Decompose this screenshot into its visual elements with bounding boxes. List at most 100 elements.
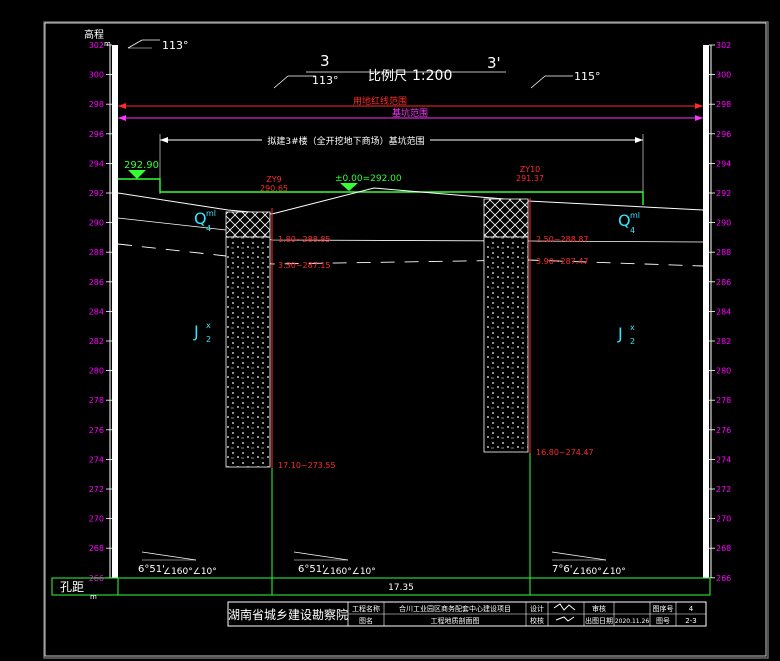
borehole-zy10: ZY10 291.37 2.50~288.87 3.90~287.47 16.8… [483, 165, 594, 578]
review-label: 审核 [592, 604, 606, 613]
num-value: 2-3 [685, 617, 696, 625]
right-tick-label: 276 [716, 426, 731, 435]
left-tick-label: 280 [89, 367, 104, 376]
angle-marker-top-left: 113° [127, 39, 189, 52]
building-range: 拟建3#楼（全开挖地下商场）基坑范围 [159, 134, 644, 194]
svg-text:113°: 113° [162, 39, 189, 52]
right-tick-label: 290 [716, 219, 731, 228]
svg-text:2: 2 [206, 335, 211, 344]
institute-name: 湖南省城乡建设勘察院 [228, 607, 348, 622]
left-tick-label: 292 [89, 189, 104, 198]
right-tick-label: 288 [716, 248, 731, 257]
right-tick-label: 274 [716, 455, 731, 464]
right-tick-label: 280 [716, 367, 731, 376]
right-elevation-axis: 3023002982962942922902882862842822802782… [703, 41, 731, 583]
svg-text:m: m [90, 593, 97, 601]
left-tick-label: 288 [89, 248, 104, 257]
svg-text:ZY10: ZY10 [520, 165, 541, 174]
svg-text:3.30~287.15: 3.30~287.15 [278, 261, 331, 270]
svg-text:J: J [617, 324, 623, 343]
svg-text:Q: Q [194, 209, 207, 228]
svg-text:4: 4 [630, 226, 635, 235]
svg-text:J: J [193, 322, 199, 341]
svg-text:ml: ml [206, 209, 216, 218]
excavation-outline: 292.90 ±0.00=292.00 [118, 160, 644, 205]
svg-text:7°6': 7°6' [552, 564, 572, 575]
right-tick-label: 270 [716, 515, 731, 524]
right-tick-label: 284 [716, 307, 731, 316]
left-elevation-axis: 3023002982962942922902882862842822802782… [89, 41, 118, 583]
title-block: 湖南省城乡建设勘察院 工程名称 合川工业园区商务配套中心建设项目 图名 工程地质… [227, 601, 707, 627]
drawing-frame [44, 22, 767, 657]
svg-text:113°: 113° [312, 74, 339, 87]
left-tick-label: 268 [89, 544, 104, 553]
svg-text:Q: Q [618, 211, 631, 230]
left-tick-label: 302 [89, 41, 104, 50]
scale-value: 1:200 [412, 68, 452, 84]
svg-text:基坑范围: 基坑范围 [392, 107, 428, 119]
left-tick-label: 286 [89, 278, 104, 287]
svg-text:用地红线范围: 用地红线范围 [353, 95, 407, 107]
borehole-zy9: ZY9 290.65 1.80~288.85 3.30~287.15 17.10… [225, 175, 336, 578]
right-tick-label: 272 [716, 485, 731, 494]
slope-marker-1: 6°51' ∠160°∠10° [138, 551, 217, 577]
stratum-q4-right: Q ml 4 [618, 211, 640, 235]
slope-marker-3: 7°6' ∠160°∠10° [551, 551, 626, 577]
datum-label: ±0.00=292.00 [335, 174, 402, 184]
svg-text:6°51': 6°51' [138, 564, 165, 575]
svg-text:17.10~273.55: 17.10~273.55 [278, 461, 336, 470]
svg-text:16.80~274.47: 16.80~274.47 [536, 448, 594, 457]
right-tick-label: 268 [716, 544, 731, 553]
left-tick-label: 282 [89, 337, 104, 346]
right-tick-label: 298 [716, 100, 731, 109]
check-label: 校核 [530, 616, 544, 625]
signature-mark [553, 603, 576, 622]
right-tick-label: 296 [716, 130, 731, 139]
svg-text:x: x [630, 323, 635, 332]
pit-range: 基坑范围 [118, 107, 703, 121]
drawing-name: 工程地质剖面图 [431, 616, 480, 625]
svg-text:290.65: 290.65 [260, 184, 288, 193]
date-label: 出图日期 [585, 616, 613, 625]
svg-text:6°51': 6°51' [298, 564, 325, 575]
seq-value: 4 [689, 605, 694, 613]
section-label-left: 3 [320, 52, 330, 70]
left-tick-label: 270 [89, 515, 104, 524]
left-tick-label: 278 [89, 396, 104, 405]
stratum-q4-left: Q ml 4 [194, 209, 216, 233]
project-name-label: 工程名称 [352, 604, 380, 613]
scale-label: 比例尺 [368, 69, 407, 84]
project-name: 合川工业园区商务配套中心建设项目 [399, 604, 511, 613]
right-tick-label: 300 [716, 71, 731, 80]
seq-label: 图序号 [653, 604, 674, 613]
angle-marker-mid-left: 113° [273, 74, 339, 89]
ground-level: 292.90 [124, 160, 159, 171]
red-line-range: 用地红线范围 [118, 95, 703, 109]
svg-text:ZY9: ZY9 [266, 175, 281, 184]
svg-text:∠160°∠10°: ∠160°∠10° [163, 567, 217, 577]
left-tick-label: 290 [89, 219, 104, 228]
right-tick-label: 294 [716, 159, 731, 168]
outer-frame [43, 21, 769, 659]
svg-text:x: x [206, 321, 211, 330]
right-tick-label: 292 [716, 189, 731, 198]
left-tick-label: 298 [89, 100, 104, 109]
svg-text:∠160°∠10°: ∠160°∠10° [572, 567, 626, 577]
stratum-j2-left: J x 2 [193, 321, 211, 344]
left-tick-label: 300 [89, 71, 104, 80]
stratum-j2-right: J x 2 [617, 323, 635, 346]
elevation-unit: m [104, 40, 111, 48]
svg-text:3.90~287.47: 3.90~287.47 [536, 257, 589, 266]
svg-text:2: 2 [630, 337, 635, 346]
borehole-distance-row: 孔距 m 17.35 [51, 577, 711, 601]
left-tick-label: 274 [89, 455, 104, 464]
right-tick-label: 266 [716, 574, 731, 583]
left-tick-label: 294 [89, 159, 104, 168]
slope-marker-2: 6°51' ∠160°∠10° [293, 551, 376, 577]
designer-label: 设计 [530, 604, 544, 613]
right-tick-label: 278 [716, 396, 731, 405]
left-tick-label: 284 [89, 307, 104, 316]
elevation-header: 高程 [84, 28, 104, 41]
section-label-right: 3' [487, 54, 501, 72]
